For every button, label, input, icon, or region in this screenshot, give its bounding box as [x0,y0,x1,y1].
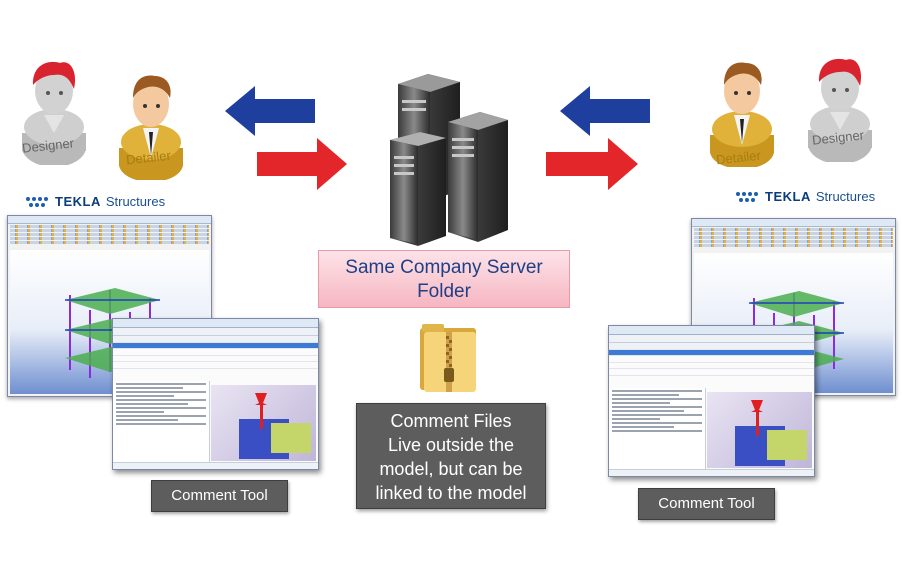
tekla-brand-text: TEKLA [55,194,101,209]
toolbar-row [10,241,209,244]
toolbar-row [10,225,209,228]
comment-table-header [113,336,318,343]
comment-table-row[interactable] [113,362,318,369]
comment-tool-title-bar [609,326,814,335]
comment-table-row[interactable] [609,349,814,356]
comment-thread[interactable] [113,381,210,462]
tekla-product-text: Structures [105,194,166,209]
tekla-product-text: Structures [815,189,876,204]
toolbar-row [694,228,893,231]
tekla-logo-left: TEKLA Structures [24,194,165,209]
comment-table-row[interactable] [113,356,318,362]
comment-thread[interactable] [609,388,706,469]
comment-files-line4: linked to the model [375,483,527,503]
tekla-logo-right: TEKLA Structures [734,189,875,204]
tekla-brand-text: TEKLA [765,189,811,204]
comment-files-line2: Live outside the [387,435,515,455]
detailer-person-icon-right [710,62,774,167]
comment-files-line3: model, but can be [379,459,523,479]
tekla-window-right [691,218,896,396]
comment-files-line1: Comment Files [390,411,512,431]
arrow-left-icon-left [225,86,315,136]
pin-marker-icon [239,393,311,459]
comment-table-header [609,343,814,350]
comment-snapshot-image [211,385,316,461]
server-folder-label: Same Company Server Folder [318,250,570,308]
zip-folder-icon [420,324,476,392]
comment-table-row[interactable] [609,369,814,376]
comment-tool-status-bar [609,469,814,476]
server-icon [390,74,508,246]
toolbar-row [10,229,209,232]
toolbar-row [694,244,893,247]
comment-tool-toolbar[interactable] [113,328,318,336]
comment-tool-label-left: Comment Tool [151,480,288,512]
comment-table-row[interactable] [113,342,318,349]
comment-tool-window-left [112,318,319,470]
toolbar-row [694,236,893,239]
comment-table-row[interactable] [113,349,318,356]
window-title-bar [692,219,895,227]
toolbar-row [694,240,893,243]
comment-table-row[interactable] [609,363,814,369]
comment-tool-status-bar [113,462,318,469]
arrow-right-icon-left [257,138,347,190]
designer-person-icon-left [22,61,86,165]
comment-tool-toolbar[interactable] [609,335,814,343]
comment-tool-window-right [608,325,815,477]
comment-tool-label-right: Comment Tool [638,488,775,520]
comment-table-row[interactable] [609,356,814,363]
pin-marker-icon [735,400,807,466]
arrow-right-icon-right [546,138,638,190]
toolbar-row [694,232,893,235]
designer-person-icon-right [808,58,872,162]
comment-files-label: Comment Files Live outside the model, bu… [356,403,546,509]
server-label-line2: Folder [417,281,471,302]
window-title-bar [8,216,211,224]
arrow-left-icon-right [560,86,650,136]
comment-tool-title-bar [113,319,318,328]
tekla-window-left [7,215,212,397]
toolbar-row [10,237,209,240]
toolbar-row [10,233,209,236]
server-label-line1: Same Company Server [345,257,543,278]
comment-snapshot-image [707,392,812,468]
detailer-person-icon-left [119,75,183,180]
tekla-logo-icon [26,196,48,207]
tekla-logo-icon [736,191,758,202]
